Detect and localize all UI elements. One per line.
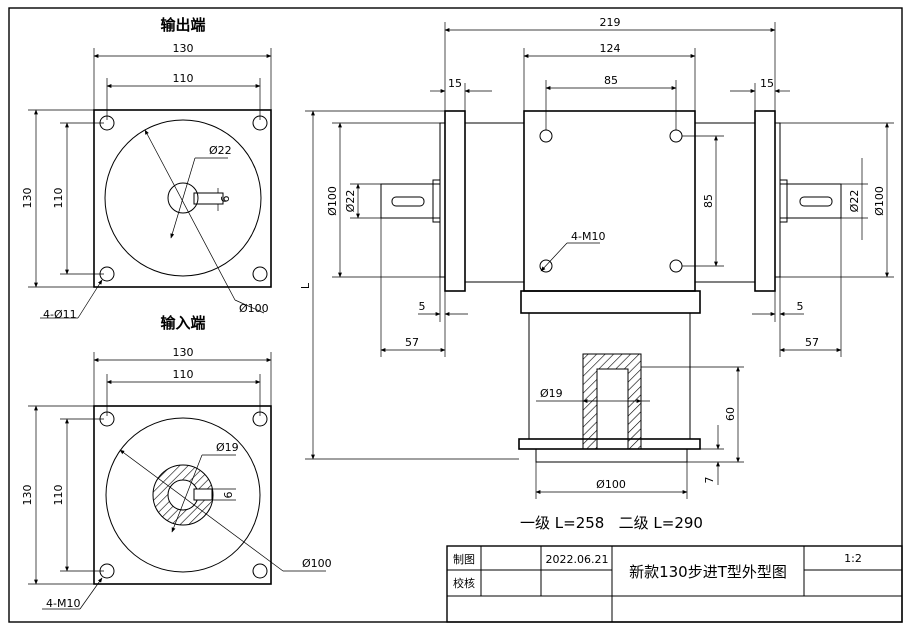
dim-front-219: 219 (600, 16, 621, 29)
dim-front-d100-left: Ø100 (326, 186, 339, 216)
input-view-title: 输入端 (160, 314, 205, 332)
dim-in-keyway: 6 (222, 492, 235, 499)
output-hole-br (252, 266, 268, 282)
dim-in-d19: Ø19 (216, 441, 239, 454)
dim-in-d100: Ø100 (302, 557, 332, 570)
dim-in-110: 110 (173, 368, 194, 381)
dim-front-85: 85 (604, 74, 618, 87)
housing-hole-bl (539, 259, 553, 273)
output-keyway (193, 192, 224, 205)
input-flange (93, 405, 272, 585)
output-end-view: 输出端 130 110 130 110 6 (21, 16, 272, 321)
length-note: 一级 L=258 二级 L=290 (520, 514, 703, 532)
input-pilot-circle (105, 417, 261, 573)
left-flange-plate (444, 110, 466, 292)
front-view: 219 124 85 15 15 85 4-M10 L (299, 16, 894, 499)
left-keyway (391, 196, 425, 207)
left-shaft (380, 183, 441, 219)
lower-flange (520, 290, 701, 314)
drawing-date: 2022.06.21 (546, 553, 609, 566)
drawing-name: 新款130步进T型外型图 (629, 563, 787, 581)
drawing-frame (8, 7, 903, 623)
dim-front-5-left: 5 (419, 300, 426, 313)
dim-front-4m10: 4-M10 (571, 230, 605, 243)
dim-front-d19: Ø19 (540, 387, 563, 400)
dim-out-110: 110 (173, 72, 194, 85)
input-hole-tl (99, 411, 115, 427)
dim-front-15-right: 15 (760, 77, 774, 90)
housing-hole-br (669, 259, 683, 273)
output-pilot-circle (104, 119, 262, 277)
lower-base (535, 448, 688, 463)
dim-out-keyway: 6 (219, 196, 232, 203)
dim-front-124: 124 (600, 42, 621, 55)
drawn-label: 制图 (453, 553, 475, 566)
output-hole-tl (99, 115, 115, 131)
title-block: 制图 2022.06.21 校核 新款130步进T型外型图 1:2 (446, 545, 903, 623)
dim-front-57-right: 57 (805, 336, 819, 349)
dim-front-60: 60 (724, 407, 737, 421)
check-label: 校核 (453, 576, 475, 590)
dim-in-130: 130 (173, 346, 194, 359)
housing-hole-tr (669, 129, 683, 143)
dim-front-7: 7 (703, 477, 716, 484)
output-flange (93, 109, 272, 288)
left-shaft-step (432, 179, 441, 223)
gearbox-housing (523, 110, 696, 292)
dim-in-h110: 110 (52, 485, 65, 506)
output-view-title: 输出端 (160, 16, 205, 34)
dim-in-holes: 4-M10 (46, 597, 80, 610)
dim-front-d22-left: Ø22 (344, 190, 357, 213)
input-hole-bl (99, 563, 115, 579)
dim-out-h110: 110 (52, 188, 65, 209)
dim-front-d100-bottom: Ø100 (596, 478, 626, 491)
dim-front-5-right: 5 (797, 300, 804, 313)
dim-out-d100: Ø100 (239, 302, 269, 315)
right-flange-plate (754, 110, 776, 292)
lower-body (528, 312, 691, 440)
output-hole-tr (252, 115, 268, 131)
right-shaft-step (779, 179, 788, 223)
dim-out-130: 130 (173, 42, 194, 55)
dim-front-d22-right: Ø22 (848, 190, 861, 213)
dim-out-holes: 4-Ø11 (43, 308, 77, 321)
lower-pilot (518, 438, 701, 450)
output-shaft (167, 182, 199, 214)
dim-front-15-left: 15 (448, 77, 462, 90)
dim-front-57-left: 57 (405, 336, 419, 349)
drawing-scale: 1:2 (844, 552, 862, 565)
dim-front-L: L (299, 282, 312, 289)
housing-hole-tl (539, 129, 553, 143)
input-hole-br (252, 563, 268, 579)
dim-front-d100-right: Ø100 (873, 186, 886, 216)
input-end-view: 输入端 130 110 130 110 6 Ø19 Ø (21, 314, 332, 610)
input-keyway (193, 488, 213, 501)
dim-in-h130: 130 (21, 485, 34, 506)
dim-out-d22: Ø22 (209, 144, 232, 157)
dim-front-85v: 85 (702, 194, 715, 208)
input-hole-tr (252, 411, 268, 427)
right-keyway (799, 196, 833, 207)
coupling-section (582, 353, 642, 450)
dim-out-h130: 130 (21, 188, 34, 209)
output-hole-bl (99, 266, 115, 282)
